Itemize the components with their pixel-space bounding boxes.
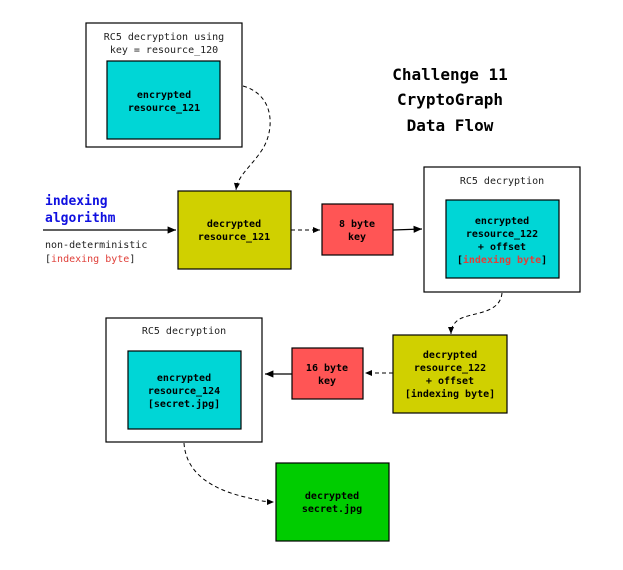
encrypted-resource-124-node — [127, 350, 242, 430]
encrypted-resource-122-node — [445, 199, 560, 279]
node-label: resource_121 — [198, 232, 270, 243]
rc5-box-2-title: RC5 decryption — [460, 176, 544, 187]
indexing-note: non-deterministic — [45, 240, 147, 251]
node-label: encrypted — [475, 216, 529, 227]
rc5-box-1-title: RC5 decryption using — [104, 32, 224, 43]
indexing-label-1: indexing — [45, 194, 108, 209]
decrypted-secret-jpg-node: decrypted secret.jpg — [275, 462, 390, 542]
node-label: decrypted — [423, 350, 477, 361]
node-label: encrypted — [137, 90, 191, 101]
title-line-2: CryptoGraph — [397, 90, 503, 109]
node-label: + offset — [426, 376, 474, 387]
dashed-arrow-to-decrypted-secret — [183, 442, 275, 505]
rc5-box-3-title: RC5 decryption — [142, 326, 226, 337]
node-label: resource_121 — [128, 103, 200, 114]
indexing-algorithm-input: indexing algorithm non-deterministic [in… — [43, 194, 176, 265]
indexing-byte-note: [indexing byte] — [45, 254, 135, 265]
decrypted-resource-122-node: decrypted resource_122 + offset [indexin… — [392, 334, 508, 414]
node-label: decrypted — [207, 219, 261, 230]
encrypted-resource-121-node — [106, 60, 221, 140]
8-byte-key-node: 8 byte key — [321, 203, 394, 256]
node-label: key — [318, 376, 336, 387]
rc5-decryption-box-2: RC5 decryption encrypted resource_122 + … — [423, 166, 581, 293]
title-line-3: Data Flow — [407, 116, 494, 135]
title-line-1: Challenge 11 — [392, 65, 508, 84]
rc5-box-1-key: key = resource_120 — [110, 45, 218, 56]
16-byte-key-node: 16 byte key — [291, 347, 364, 400]
node-label: key — [348, 232, 366, 243]
node-label: resource_122 — [414, 363, 486, 374]
node-label: decrypted — [305, 491, 359, 502]
dashed-arrow-to-decrypted-122 — [448, 292, 503, 335]
node-label: resource_124 — [148, 386, 220, 397]
node-label: + offset — [478, 242, 526, 253]
node-label: [secret.jpg] — [148, 398, 220, 410]
indexing-label-2: algorithm — [45, 211, 116, 226]
node-label: [indexing byte] — [457, 254, 547, 266]
node-label: secret.jpg — [302, 503, 362, 515]
node-label: resource_122 — [466, 229, 538, 240]
node-label: 8 byte — [339, 219, 375, 230]
node-label: 16 byte — [306, 363, 348, 374]
node-label: encrypted — [157, 373, 211, 384]
diagram-title: Challenge 11 CryptoGraph Data Flow — [392, 65, 508, 135]
decrypted-resource-121-node: decrypted resource_121 — [177, 190, 292, 270]
node-label: [indexing byte] — [405, 388, 495, 400]
dashed-arrow-to-decrypted-121 — [233, 85, 271, 191]
arrow-to-rc5-box-2 — [392, 225, 423, 233]
rc5-decryption-box-1: RC5 decryption using key = resource_120 … — [85, 22, 243, 148]
rc5-decryption-box-3: RC5 decryption encrypted resource_124 [s… — [105, 317, 263, 443]
